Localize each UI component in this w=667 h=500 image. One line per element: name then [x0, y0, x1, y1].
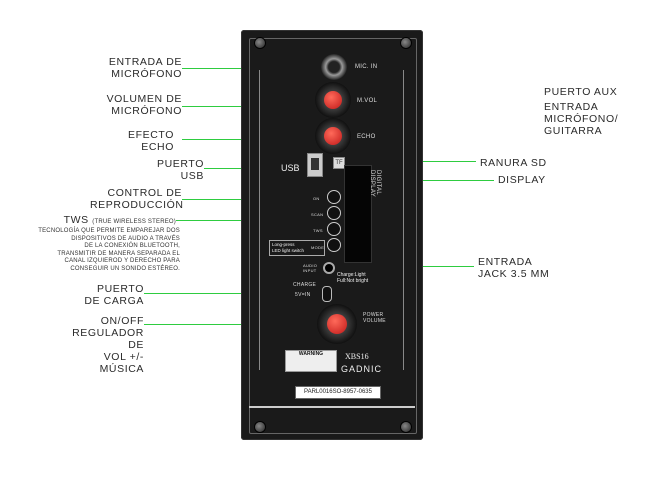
label-aux: PUERTO AUX ENTRADA MICRÓFONO/ GUITARRA [544, 86, 619, 137]
panel-plate [249, 38, 417, 434]
mic-volume-knob[interactable] [324, 91, 342, 109]
tws-button[interactable] [327, 222, 341, 236]
mode-button[interactable] [327, 238, 341, 252]
label-charge-port: PUERTO DE CARGA [84, 283, 144, 307]
charge-port[interactable] [322, 286, 332, 302]
audio-input-jack[interactable] [323, 262, 335, 274]
connector-power [144, 324, 320, 325]
mode-text: MODE [311, 245, 325, 250]
m-vol-text: M.VOL [357, 98, 378, 104]
tws-text: TWS [313, 228, 323, 233]
divider-left [259, 70, 260, 370]
echo-knob[interactable] [324, 127, 342, 145]
mic-in-text: MIC. IN [355, 64, 378, 70]
connector-charge [144, 293, 322, 294]
usb-slot-icon [311, 158, 319, 170]
mic-input-jack[interactable] [321, 54, 347, 80]
label-power: ON/OFF REGULADOR DE VOL +/- MÚSICA [72, 315, 144, 375]
label-usb-port: PUERTO USB [157, 158, 204, 182]
screw-icon [401, 422, 411, 432]
usb-text: USB [281, 163, 300, 173]
echo-text: ECHO [357, 134, 376, 140]
charge-text: CHARGE [293, 282, 317, 288]
brand-text: GADNIC [341, 364, 383, 374]
five-v-text: 5V=IN [295, 292, 311, 298]
label-echo: EFECTO ECHO [128, 129, 174, 153]
digital-display [344, 165, 372, 263]
tws-description: TECNOLOGÍA QUE PERMITE EMPAREJAR DOS DIS… [38, 228, 180, 272]
audio-input-text: AUDIO INPUT [303, 263, 318, 273]
play-button[interactable] [327, 190, 341, 204]
screw-icon [255, 38, 265, 48]
screw-icon [401, 38, 411, 48]
label-display: DISPLAY [498, 174, 546, 186]
sd-slot[interactable]: TF [333, 157, 345, 169]
tws-subtitle: (TRUE WIRELESS STEREO) [92, 219, 176, 225]
scan-button[interactable] [327, 206, 341, 220]
on-text: ON [313, 196, 320, 201]
charge-light-text: Charge:Light Full:Not bright [337, 272, 369, 284]
bottom-strip [249, 406, 415, 408]
power-volume-knob[interactable] [327, 314, 347, 334]
led-switch-note: Long-press LED light switch [269, 240, 325, 256]
label-mic-volume: VOLUMEN DE MICRÓFONO [106, 93, 182, 117]
amplifier-panel: MIC. IN M.VOL ECHO USB TF DIGITAL DISPLA… [241, 30, 423, 440]
warning-label: WARNING [285, 350, 337, 372]
power-text: POWER VOLUME [363, 312, 386, 324]
label-jack: ENTRADA JACK 3.5 MM [478, 256, 550, 280]
label-mic-input: ENTRADA DE MICRÓFONO [108, 56, 182, 80]
model-text: XBS16 [345, 352, 369, 361]
connector-display [368, 180, 494, 181]
tws-title: TWS [63, 214, 89, 226]
scan-text: SCAN [311, 212, 324, 217]
digital-display-text: DIGITAL DISPLAY [369, 170, 381, 197]
serial-sticker: PARL0016SO-8957-0635 [295, 386, 381, 399]
label-playback: CONTROL DE REPRODUCCIÓN [90, 187, 184, 211]
screw-icon [255, 422, 265, 432]
divider-right [403, 70, 404, 370]
label-sd-slot: RANURA SD [480, 157, 547, 169]
usb-port[interactable] [307, 153, 323, 177]
label-tws: TWS (TRUE WIRELESS STEREO) [20, 214, 176, 227]
